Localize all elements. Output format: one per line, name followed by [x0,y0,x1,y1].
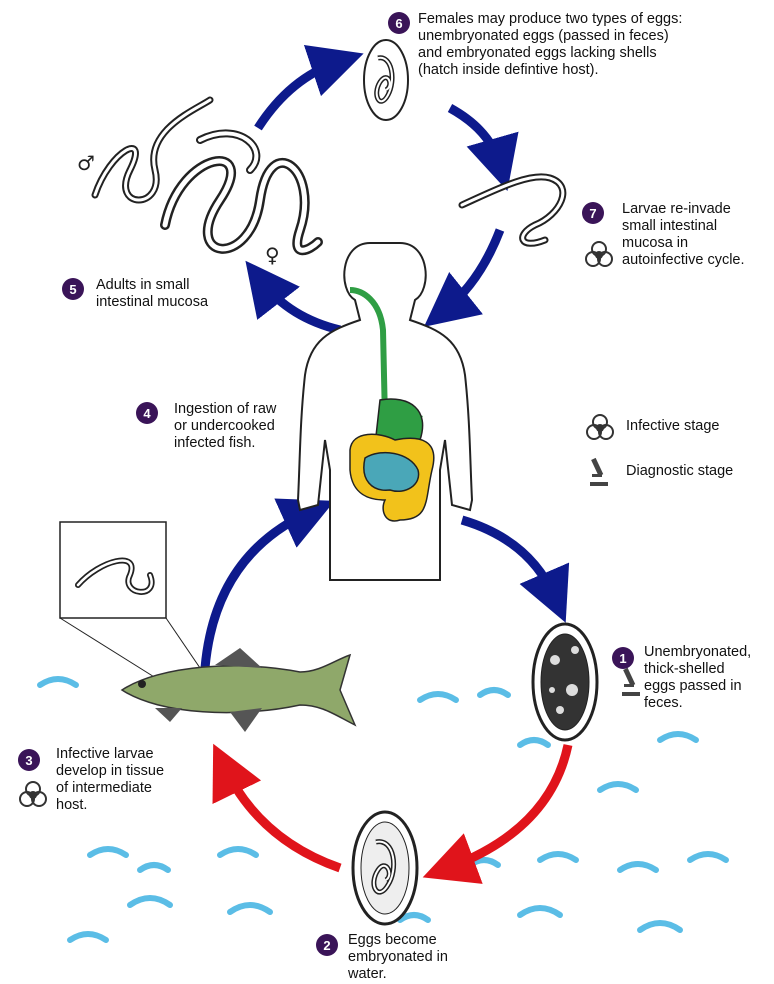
biohazard-icon [20,782,46,806]
step-text: Females may produce two types of eggs: u… [418,11,758,79]
arrow-fish-to-host [205,512,310,668]
microscope-icon [590,458,608,486]
arrow-host-to-feces [462,520,555,598]
larva-illustration [462,177,563,243]
arrow-egg1-to-egg2 [448,745,568,868]
biohazard-icon [587,415,613,439]
legend-label: Diagnostic stage [626,463,733,479]
step-badge: 5 [62,278,84,300]
arrow-eggs-to-larvae [450,108,500,165]
legend-diagnostic-stage: Diagnostic stage [626,463,733,479]
arrow-egg2-to-fish [225,768,340,868]
female-symbol: ♀ [265,243,280,267]
arrow-larvae-to-host [445,230,500,310]
step-badge: 3 [18,749,40,771]
step-badge: 4 [136,402,158,424]
step-text: Larvae re-invade small intestinal mucosa… [622,201,774,269]
step-badge: 2 [316,934,338,956]
step-text: Eggs become embryonated in water. [348,932,488,983]
step-badge: 7 [582,202,604,224]
shell-less-egg-illustration [364,40,408,120]
legend-infective-stage: Infective stage [626,418,720,434]
legend-label: Infective stage [626,418,720,434]
step-text: Ingestion of raw or undercooked infected… [174,401,324,452]
step-text: Unembryonated, thick-shelled eggs passed… [644,644,774,712]
step-text: Infective larvae develop in tissue of in… [56,746,206,814]
unembryonated-egg-illustration [533,624,597,740]
embryonated-egg-illustration [353,812,417,924]
microscope-icon [622,668,640,696]
male-symbol: ♂ [77,151,95,175]
biohazard-icon [586,242,612,266]
arrow-host-to-adults [262,282,340,330]
step-text: Adults in small intestinal mucosa [96,277,256,311]
step-badge: 1 [612,647,634,669]
adult-worms-illustration [95,100,318,250]
step-badge: 6 [388,12,410,34]
arrow-adults-to-eggs [258,62,338,128]
